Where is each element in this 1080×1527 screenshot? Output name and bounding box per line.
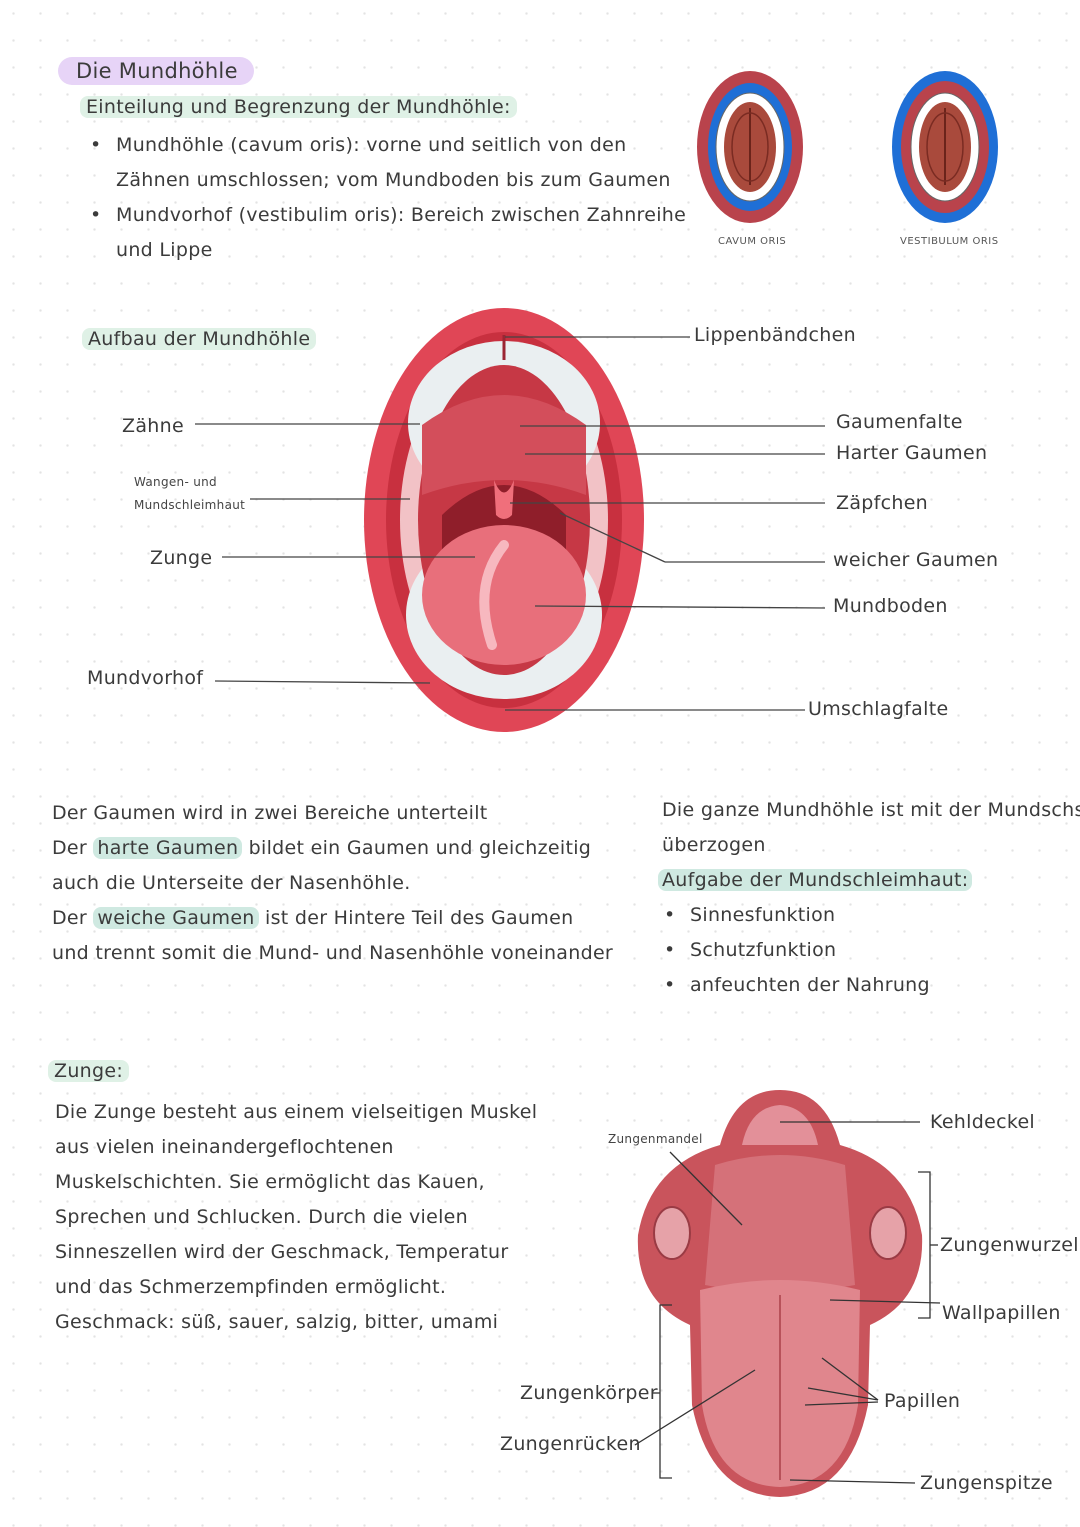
label-zungenruecken: Zungenrücken (500, 1433, 641, 1455)
zunge-line-6: und das Schmerzempfinden ermöglicht. (55, 1276, 447, 1298)
schleimhaut-item-2: Schutzfunktion (664, 939, 836, 961)
label-kehldeckel: Kehldeckel (930, 1111, 1036, 1133)
label-zungenkoerper: Zungenkörper (520, 1382, 658, 1404)
gaumen-line4: Der weiche Gaumen ist der Hintere Teil d… (52, 907, 574, 929)
zunge-line-3: Muskelschichten. Sie ermöglicht das Kaue… (55, 1171, 485, 1193)
label-zungenmandel: Zungenmandel (608, 1132, 703, 1146)
page-title: Die Mundhöhle (58, 57, 254, 85)
zunge-line-4: Sprechen und Schlucken. Durch die vielen (55, 1206, 468, 1228)
schleimhaut-line1: Die ganze Mundhöhle ist mit der Mundschs (662, 799, 1080, 821)
highlight-weicher-gaumen: weiche Gaumen (93, 907, 259, 929)
label-lippenbaendchen: Lippenbändchen (694, 324, 856, 346)
label-wallpapillen: Wallpapillen (942, 1302, 1061, 1324)
zunge-line-1: Die Zunge besteht aus einem vielseitigen… (55, 1101, 538, 1123)
highlight-harter-gaumen: harte Gaumen (93, 837, 243, 859)
schleimhaut-heading: Aufgabe der Mundschleimhaut: (658, 869, 973, 891)
cavum-oris-diagram (697, 71, 803, 223)
caption-cavum-oris: CAVUM ORIS (718, 236, 787, 247)
bullet-cavum-line1: Mundhöhle (cavum oris): vorne und seitli… (90, 134, 627, 156)
gaumen-line5: und trennt somit die Mund- und Nasenhöhl… (52, 942, 614, 964)
bullet-cavum-line2: Zähnen umschlossen; vom Mundboden bis zu… (116, 169, 671, 191)
label-wangen-line2: Mundschleimhaut (134, 498, 246, 512)
label-papillen: Papillen (884, 1390, 961, 1412)
label-zunge: Zunge (150, 547, 213, 569)
label-gaumenfalte: Gaumenfalte (836, 411, 963, 433)
zunge-line-2: aus vielen ineinandergeflochtenen (55, 1136, 394, 1158)
schleimhaut-line2: überzogen (662, 834, 766, 856)
intro-subtitle: Einteilung und Begrenzung der Mundhöhle: (80, 96, 517, 118)
schleimhaut-item-3: anfeuchten der Nahrung (664, 974, 930, 996)
vestibulum-oris-diagram (892, 71, 998, 223)
zunge-line-5: Sinneszellen wird der Geschmack, Tempera… (55, 1241, 509, 1263)
label-zungenwurzel: Zungenwurzel (940, 1234, 1079, 1256)
open-mouth-illustration (364, 308, 644, 732)
aufbau-heading: Aufbau der Mundhöhle (82, 328, 317, 350)
schleimhaut-item-1: Sinnesfunktion (664, 904, 835, 926)
label-mundvorhof: Mundvorhof (87, 667, 204, 689)
label-zungenspitze: Zungenspitze (920, 1472, 1053, 1494)
label-mundboden: Mundboden (833, 595, 948, 617)
zunge-heading: Zunge: (48, 1060, 130, 1082)
gaumen-line2: Der harte Gaumen bildet ein Gaumen und g… (52, 837, 592, 859)
gaumen-line3: auch die Unterseite der Nasenhöhle. (52, 872, 411, 894)
caption-vestibulum-oris: VESTIBULUM ORIS (900, 236, 999, 247)
label-harter-gaumen: Harter Gaumen (836, 442, 988, 464)
gaumen-line1: Der Gaumen wird in zwei Bereiche unterte… (52, 802, 488, 824)
label-umschlagfalte: Umschlagfalte (808, 698, 949, 720)
label-weicher-gaumen: weicher Gaumen (833, 549, 999, 571)
bullet-vestibulum-line2: und Lippe (116, 239, 213, 261)
label-zaepfchen: Zäpfchen (836, 492, 929, 514)
label-wangen-line1: Wangen- und (134, 475, 217, 489)
zunge-line-7: Geschmack: süß, sauer, salzig, bitter, u… (55, 1311, 499, 1333)
label-zaehne: Zähne (122, 415, 184, 437)
bullet-vestibulum-line1: Mundvorhof (vestibulim oris): Bereich zw… (90, 204, 686, 226)
